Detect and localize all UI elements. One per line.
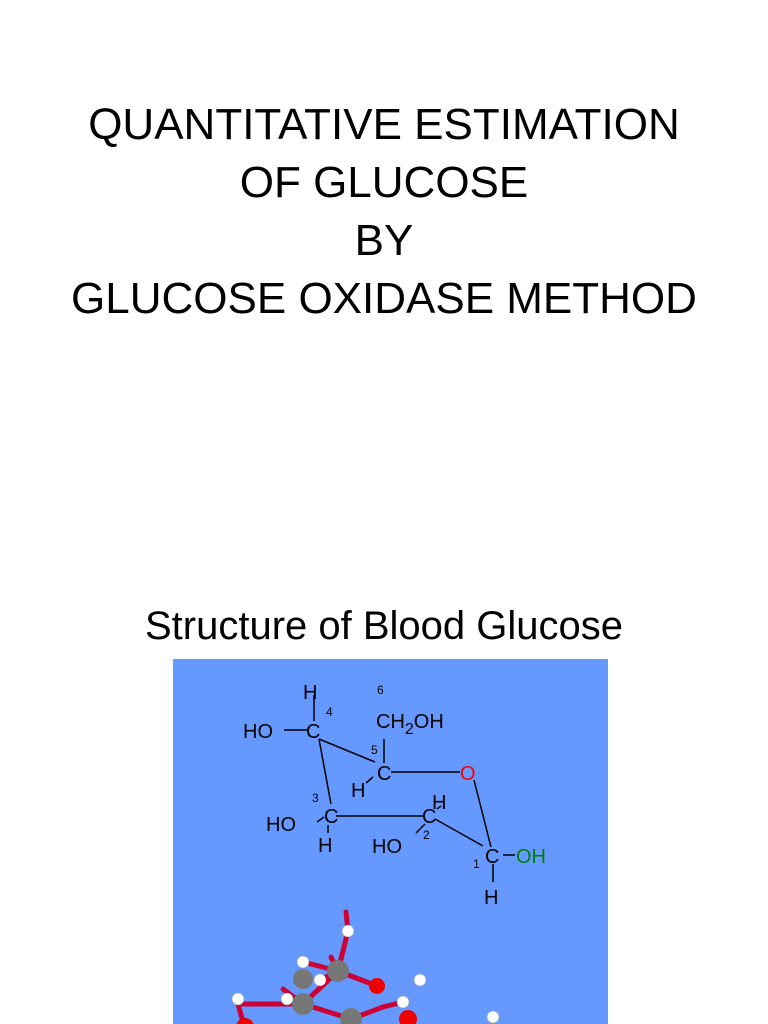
title-line-1: QUANTITATIVE ESTIMATION bbox=[88, 100, 680, 149]
label-num-3: 3 bbox=[312, 791, 319, 805]
label-h-c2: H bbox=[432, 792, 446, 814]
label-num-4: 4 bbox=[326, 705, 333, 719]
label-ch2oh: CH2OH bbox=[376, 711, 444, 738]
bond-lines bbox=[284, 695, 515, 882]
model-hydrogen bbox=[313, 973, 327, 987]
title-line-3: BY bbox=[354, 216, 414, 265]
bond-c4-c3 bbox=[318, 738, 332, 805]
label-c2: C bbox=[422, 806, 436, 828]
glucose-structure-figure: H HO C 4 6 CH2OH 5 C H O 3 C HO H C H HO… bbox=[173, 659, 608, 1024]
label-c3: C bbox=[324, 806, 338, 828]
model-oxygen bbox=[399, 1010, 417, 1024]
model-hydrogen bbox=[396, 995, 410, 1009]
label-num-6: 6 bbox=[377, 683, 384, 697]
model-hydrogen bbox=[280, 992, 294, 1006]
model-hydrogen bbox=[413, 973, 427, 987]
label-num-2: 2 bbox=[423, 828, 430, 842]
label-h-c5: H bbox=[351, 780, 365, 802]
model-oxygen bbox=[236, 1018, 254, 1024]
model-carbon bbox=[327, 960, 349, 982]
model-hydrogen bbox=[341, 924, 355, 938]
bond-o-c1 bbox=[473, 779, 492, 848]
model-carbon bbox=[340, 1008, 362, 1024]
model-hydrogen bbox=[486, 1010, 500, 1024]
label-h-c1: H bbox=[484, 887, 498, 909]
haworth-diagram: H HO C 4 6 CH2OH 5 C H O 3 C HO H C H HO… bbox=[231, 682, 546, 1024]
model-hydrogen bbox=[296, 955, 310, 969]
label-c1: C bbox=[485, 846, 499, 868]
label-ring-oxygen: O bbox=[460, 763, 476, 785]
model-bonds bbox=[235, 909, 406, 1024]
label-num-1: 1 bbox=[473, 857, 480, 871]
label-ho-c3: HO bbox=[266, 814, 296, 836]
label-h-top: H bbox=[303, 682, 317, 704]
label-c5: C bbox=[377, 763, 391, 785]
bond-c2-h bbox=[436, 805, 442, 810]
label-h-c3: H bbox=[318, 835, 332, 857]
bond-c4-c5 bbox=[318, 738, 376, 763]
label-ho-c4: HO bbox=[243, 721, 273, 743]
bond-c2-c1 bbox=[434, 818, 484, 847]
label-num-5: 5 bbox=[371, 743, 378, 757]
ball-and-stick-model bbox=[231, 909, 500, 1024]
label-ho-c2: HO bbox=[372, 836, 402, 858]
label-c4: C bbox=[306, 721, 320, 743]
bond-c3-ho bbox=[316, 816, 325, 823]
section-heading: Structure of Blood Glucose bbox=[144, 604, 624, 648]
title-line-2: OF GLUCOSE bbox=[239, 158, 529, 207]
model-oxygen bbox=[369, 978, 385, 994]
slide-title: QUANTITATIVE ESTIMATION OF GLUCOSE BY GL… bbox=[0, 96, 768, 328]
label-oh-c1: OH bbox=[516, 846, 546, 868]
bond-c2-ho bbox=[415, 823, 426, 834]
title-line-4: GLUCOSE OXIDASE METHOD bbox=[71, 274, 697, 323]
model-hydrogen bbox=[231, 992, 245, 1006]
bond-c5-h bbox=[365, 776, 374, 784]
model-carbon bbox=[293, 969, 313, 989]
model-carbon bbox=[292, 993, 314, 1015]
